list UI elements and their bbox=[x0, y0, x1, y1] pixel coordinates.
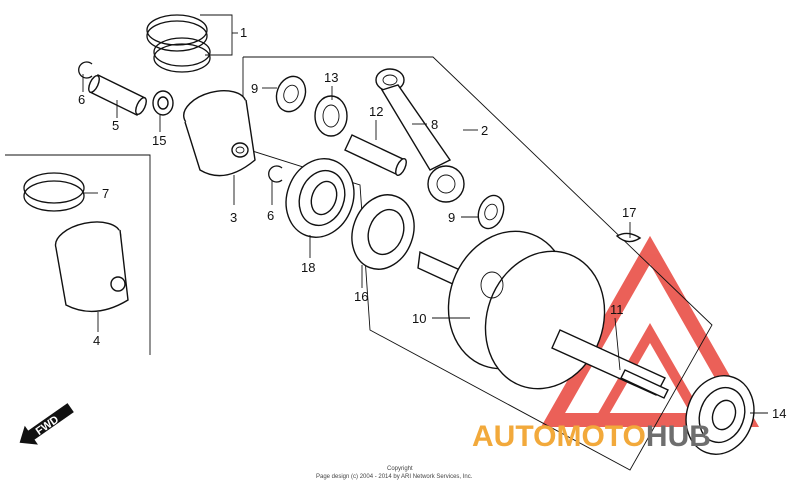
callout-9-top: 9 bbox=[251, 81, 258, 96]
circlip-top bbox=[78, 61, 93, 79]
connecting-rod bbox=[375, 68, 465, 203]
washer-lower bbox=[477, 194, 505, 230]
copyright-line-2: Page design (c) 2004 - 2014 by ARI Netwo… bbox=[316, 474, 473, 480]
callout-12: 12 bbox=[369, 104, 383, 119]
watermark-text: AUTOMOTOHUB bbox=[472, 420, 711, 453]
callout-7: 7 bbox=[102, 186, 109, 201]
piston-frame bbox=[5, 154, 151, 355]
piston bbox=[183, 90, 256, 177]
callout-9-lower: 9 bbox=[448, 210, 455, 225]
oversize-ring bbox=[23, 172, 85, 212]
needle-bearing-big-end bbox=[314, 95, 348, 137]
main-bearing-right bbox=[685, 375, 755, 455]
piston-rings bbox=[146, 14, 238, 73]
callout-11: 11 bbox=[610, 302, 624, 317]
callout-16: 16 bbox=[354, 289, 368, 304]
callout-5: 5 bbox=[112, 118, 119, 133]
callout-3: 3 bbox=[230, 210, 237, 225]
callout-10: 10 bbox=[412, 311, 426, 326]
oversize-piston bbox=[54, 221, 129, 313]
callout-6-top: 6 bbox=[78, 92, 85, 107]
leader-lines bbox=[82, 74, 768, 414]
needle-bearing-small bbox=[152, 90, 174, 116]
callout-6-middle: 6 bbox=[267, 208, 274, 223]
callout-15: 15 bbox=[152, 133, 166, 148]
callout-18: 18 bbox=[301, 260, 315, 275]
copyright-line-1: Copyright bbox=[387, 466, 413, 472]
callout-13: 13 bbox=[324, 70, 338, 85]
stud bbox=[620, 369, 669, 399]
callout-1: 1 bbox=[240, 25, 247, 40]
callout-14: 14 bbox=[772, 406, 786, 421]
callout-2: 2 bbox=[481, 123, 488, 138]
assembly-frame bbox=[242, 56, 713, 471]
callout-17: 17 bbox=[622, 205, 636, 220]
main-bearing-left bbox=[285, 158, 355, 238]
fwd-arrow-icon: FWD bbox=[19, 403, 74, 445]
washer-top bbox=[275, 75, 307, 113]
callout-8: 8 bbox=[431, 117, 438, 132]
callout-4: 4 bbox=[93, 333, 100, 348]
piston-pin bbox=[88, 74, 147, 116]
crank-pin bbox=[344, 134, 407, 177]
watermark-auto: AUTOMOTO bbox=[472, 420, 646, 453]
circlip-middle bbox=[268, 165, 283, 183]
woodruff-key bbox=[615, 232, 642, 243]
watermark-hub: HUB bbox=[646, 420, 711, 453]
oil-seal bbox=[351, 194, 415, 270]
